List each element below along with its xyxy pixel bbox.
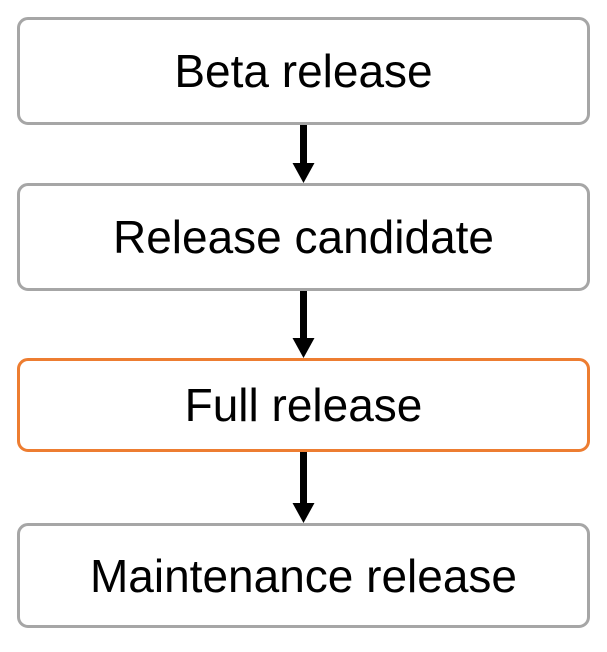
- flow-connector-beta-to-rc: [292, 125, 315, 183]
- flow-connector-rc-to-full: [292, 291, 315, 358]
- flow-node-label: Beta release: [174, 45, 433, 97]
- flow-node-full-release[interactable]: Full release: [17, 358, 590, 452]
- flow-node-label: Release candidate: [112, 211, 495, 263]
- flow-connector-full-to-maintenance: [292, 452, 315, 523]
- flow-node-label: Full release: [184, 379, 423, 431]
- flow-node-maintenance-release[interactable]: Maintenance release: [17, 523, 590, 628]
- flow-node-release-candidate[interactable]: Release candidate: [17, 183, 590, 291]
- flow-node-label: Maintenance release: [89, 549, 518, 602]
- flow-node-beta-release[interactable]: Beta release: [17, 17, 590, 125]
